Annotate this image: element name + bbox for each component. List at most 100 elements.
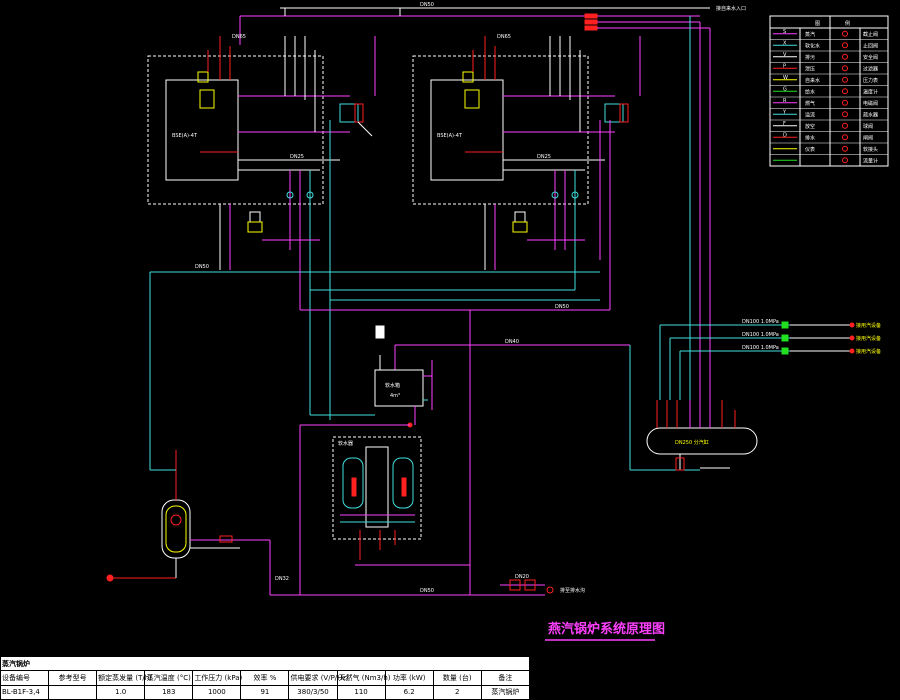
spec-header-cell: 设备编号 <box>0 670 50 686</box>
legend-name: 给水 <box>805 88 815 95</box>
legend-valve-name: 流量计 <box>863 157 878 164</box>
spec-value-cell: 蒸汽锅炉 <box>480 684 531 700</box>
spec-value-cell: 6.2 <box>384 684 434 700</box>
pipe-tag: DN50 <box>195 264 209 270</box>
outlet-2-pipe: DN100 1.0MPa <box>742 332 779 338</box>
soft-water-tank <box>374 325 433 428</box>
outlet-2-dest: 接用汽设备 <box>856 335 881 342</box>
legend-name: 泄压 <box>805 65 815 72</box>
legend-header-1: 图 <box>815 21 820 27</box>
legend-name: 仪表 <box>805 146 815 153</box>
legend-name: 燃气 <box>805 100 815 107</box>
legend-valve-name: 闸阀 <box>863 134 873 141</box>
legend-valve-symbol <box>842 111 848 118</box>
bottom-pipe-label: DN50 <box>420 588 434 594</box>
boiler-1-label: BSE(A)-4T <box>172 133 198 139</box>
bottom-drain-pipe <box>270 424 554 596</box>
legend-valve-name: 软接头 <box>863 146 878 153</box>
legend-code: W <box>783 75 788 81</box>
legend-header-2: 例 <box>845 20 850 27</box>
pipe-tag: DN65 <box>232 34 246 40</box>
spec-value-cell <box>48 684 98 700</box>
boiler-1 <box>147 36 376 300</box>
legend-code: X <box>783 40 787 46</box>
spec-value-cell: 1000 <box>192 684 242 700</box>
legend-valve-symbol <box>842 157 848 164</box>
legend-valve-name: 温度计 <box>863 88 878 95</box>
pipe-tag: DN25 <box>290 154 304 160</box>
outlet-1-dest: 接用汽设备 <box>856 322 881 329</box>
legend-code: Y <box>782 109 787 115</box>
legend-valve-symbol <box>842 76 848 83</box>
legend-valve-symbol <box>842 99 848 106</box>
legend-valve-name: 压力表 <box>863 77 878 84</box>
spec-header-cell: 备注 <box>480 670 531 686</box>
spec-value-cell: 1.0 <box>96 684 146 700</box>
legend-valve-symbol <box>842 42 848 49</box>
pipe-size-tags: DN65 DN65 DN50 DN25 DN25 DN50 DN40 DN32 … <box>195 34 569 582</box>
top-pipe-label: DN50 <box>420 2 434 8</box>
legend-valve-symbol <box>842 53 848 60</box>
spec-value-cell: BL-B1F-3,4 <box>0 684 50 700</box>
pipe-tag: DN40 <box>505 339 519 345</box>
legend-valve-name: 过滤器 <box>863 65 878 72</box>
legend-valve-symbol <box>842 122 848 129</box>
legend-name: 排水 <box>805 134 815 141</box>
spec-value-cell: 2 <box>432 684 482 700</box>
pipe-tag: DN25 <box>537 154 551 160</box>
spec-header-cell: 天然气 (Nm3/h) <box>336 670 391 686</box>
legend-name: 排污 <box>805 54 815 61</box>
spec-header-cell: 参考型号 <box>48 670 98 686</box>
spec-header-row: 设备编号参考型号额定蒸发量 (T/h)蒸汽温度 (°C)工作压力 (kPa)效率… <box>0 670 531 686</box>
legend-valve-name: 球阀 <box>863 123 873 130</box>
legend-name: 软化水 <box>805 42 820 49</box>
top-right-note: 接自来水入口 <box>716 5 746 12</box>
spec-value-cell: 91 <box>240 684 290 700</box>
legend-valve-symbol <box>842 30 848 37</box>
tank-label: 软水箱 <box>385 382 400 389</box>
steam-header <box>646 321 855 471</box>
legend-code: F <box>783 121 786 127</box>
spec-value-cell: 183 <box>144 684 194 700</box>
outlet-3-pipe: DN100 1.0MPa <box>742 345 779 351</box>
header-label: DN250 分汽缸 <box>675 439 709 446</box>
spec-header-cell: 数量 (台) <box>432 670 482 686</box>
pipe-tag: DN65 <box>497 34 511 40</box>
spec-header-cell: 效率 % <box>240 670 290 686</box>
tank-volume: 4m³ <box>390 393 400 399</box>
legend-valve-symbol <box>842 134 848 141</box>
pipe-tag: DN50 <box>555 304 569 310</box>
outlet-1-pipe: DN100 1.0MPa <box>742 319 779 325</box>
legend-valve-name: 截止阀 <box>863 31 878 38</box>
legend-code: R <box>783 98 787 104</box>
spec-value-cell: 380/3/50 <box>288 684 338 700</box>
legend-valve-name: 电磁阀 <box>863 100 878 107</box>
softener-label: 软水器 <box>338 440 353 447</box>
equipment-spec-table: 蒸汽锅炉 设备编号参考型号额定蒸发量 (T/h)蒸汽温度 (°C)工作压力 (k… <box>0 655 531 700</box>
legend-code: P <box>783 63 786 69</box>
legend-code: S <box>783 29 786 35</box>
spec-value-cell: 110 <box>336 684 386 700</box>
legend-code: D <box>783 132 787 138</box>
legend-valve-symbol <box>842 65 848 72</box>
legend-name: 放空 <box>805 123 815 130</box>
spec-header-cell: 供电要求 (V/P/Hz) <box>288 670 349 686</box>
legend-name: 溢流 <box>805 111 815 118</box>
boiler-2 <box>412 36 641 270</box>
spec-header-cell: 工作压力 (kPa) <box>192 670 242 686</box>
spec-table-title: 蒸汽锅炉 <box>0 655 530 672</box>
legend-valve-name: 疏水器 <box>863 111 878 118</box>
legend-code: V <box>783 52 787 58</box>
legend-valve-symbol <box>842 145 848 152</box>
diagram-title: 燕汽锅炉系统原理图 <box>548 621 665 637</box>
pipe-tag: DN20 <box>515 574 529 580</box>
spec-header-cell: 额定蒸发量 (T/h) <box>96 670 152 686</box>
legend-name: 蒸汽 <box>805 31 815 38</box>
spec-header-cell: 功率 (kW) <box>384 670 434 686</box>
bottom-right-note: 排至排水沟 <box>560 587 585 594</box>
legend-name: 自来水 <box>805 77 820 84</box>
